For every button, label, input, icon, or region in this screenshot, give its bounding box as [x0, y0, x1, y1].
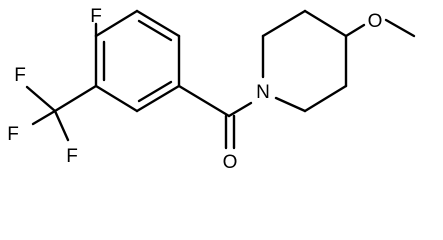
- bond-ring-inner-2: [137, 80, 173, 103]
- atom-label-carbonyl-oxygen: O: [223, 152, 238, 173]
- atom-label-methoxy-oxygen: O: [368, 11, 383, 32]
- bond-c5-c6: [303, 84, 348, 113]
- bond-cf3-f-top: [25, 85, 57, 113]
- bond-c6-n: [274, 96, 307, 113]
- bond-ring-c3-c4: [135, 84, 181, 113]
- bond-ring-c6-c1: [94, 9, 139, 38]
- bond-ring-carbonyl: [177, 84, 231, 118]
- bond-c3-c4: [303, 9, 348, 38]
- chemical-structure-diagram: F F F F N O O: [7, 6, 416, 173]
- atom-label-fluoro: F: [90, 6, 102, 27]
- atom-labels: F F F F N O O: [7, 6, 382, 173]
- bond-c4-o-methoxy: [344, 23, 366, 38]
- bonds: [25, 9, 416, 150]
- structure-canvas: F F F F N O O: [7, 6, 416, 173]
- bond-carbonyl-n: [227, 101, 253, 118]
- atom-label-cf3-f-left: F: [7, 124, 19, 145]
- atom-label-cf3-f-top: F: [14, 65, 26, 86]
- atom-label-nitrogen: N: [256, 82, 270, 103]
- bond-cf3-f-left: [31, 109, 57, 126]
- bond-c2-c3: [261, 9, 307, 38]
- bond-cf3-f-bottom: [53, 109, 70, 142]
- bond-ring-inner-1: [137, 19, 173, 42]
- bond-ring-cf3: [53, 84, 98, 113]
- bond-ring-c1-c2: [135, 9, 181, 38]
- bond-ring-c4-c5: [94, 84, 139, 113]
- bond-o-ch3: [384, 18, 416, 38]
- atom-label-cf3-f-bottom: F: [66, 146, 78, 167]
